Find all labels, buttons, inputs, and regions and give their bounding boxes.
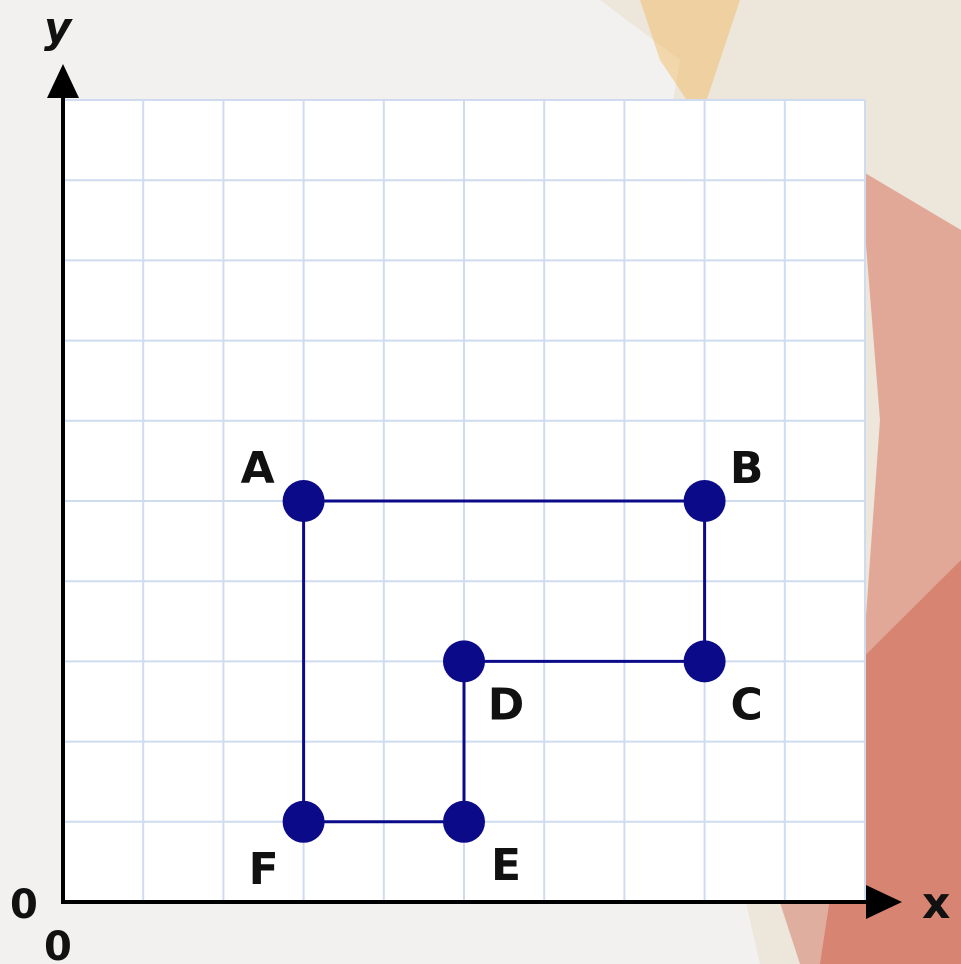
point-label-f: F [249, 844, 279, 895]
point-label-d: D [488, 679, 525, 730]
y-axis-label: y [44, 3, 73, 52]
origin-label-y: 0 [10, 882, 38, 928]
point-d [443, 640, 485, 683]
point-c [683, 640, 726, 683]
point-label-a: A [241, 443, 275, 494]
points-layer: A B C D E F [241, 443, 764, 895]
point-f [282, 800, 325, 843]
point-label-b: B [730, 443, 764, 494]
polygon-path [302, 499, 707, 824]
x-axis-arrow-icon [866, 885, 902, 919]
x-axis-label: x [922, 878, 950, 929]
point-a [282, 480, 325, 522]
y-axis-arrow-icon [47, 64, 79, 98]
point-label-c: C [730, 679, 762, 730]
origin-label-x: 0 [44, 924, 72, 964]
point-label-e: E [491, 840, 521, 891]
point-e [443, 800, 485, 843]
point-b [683, 480, 726, 522]
